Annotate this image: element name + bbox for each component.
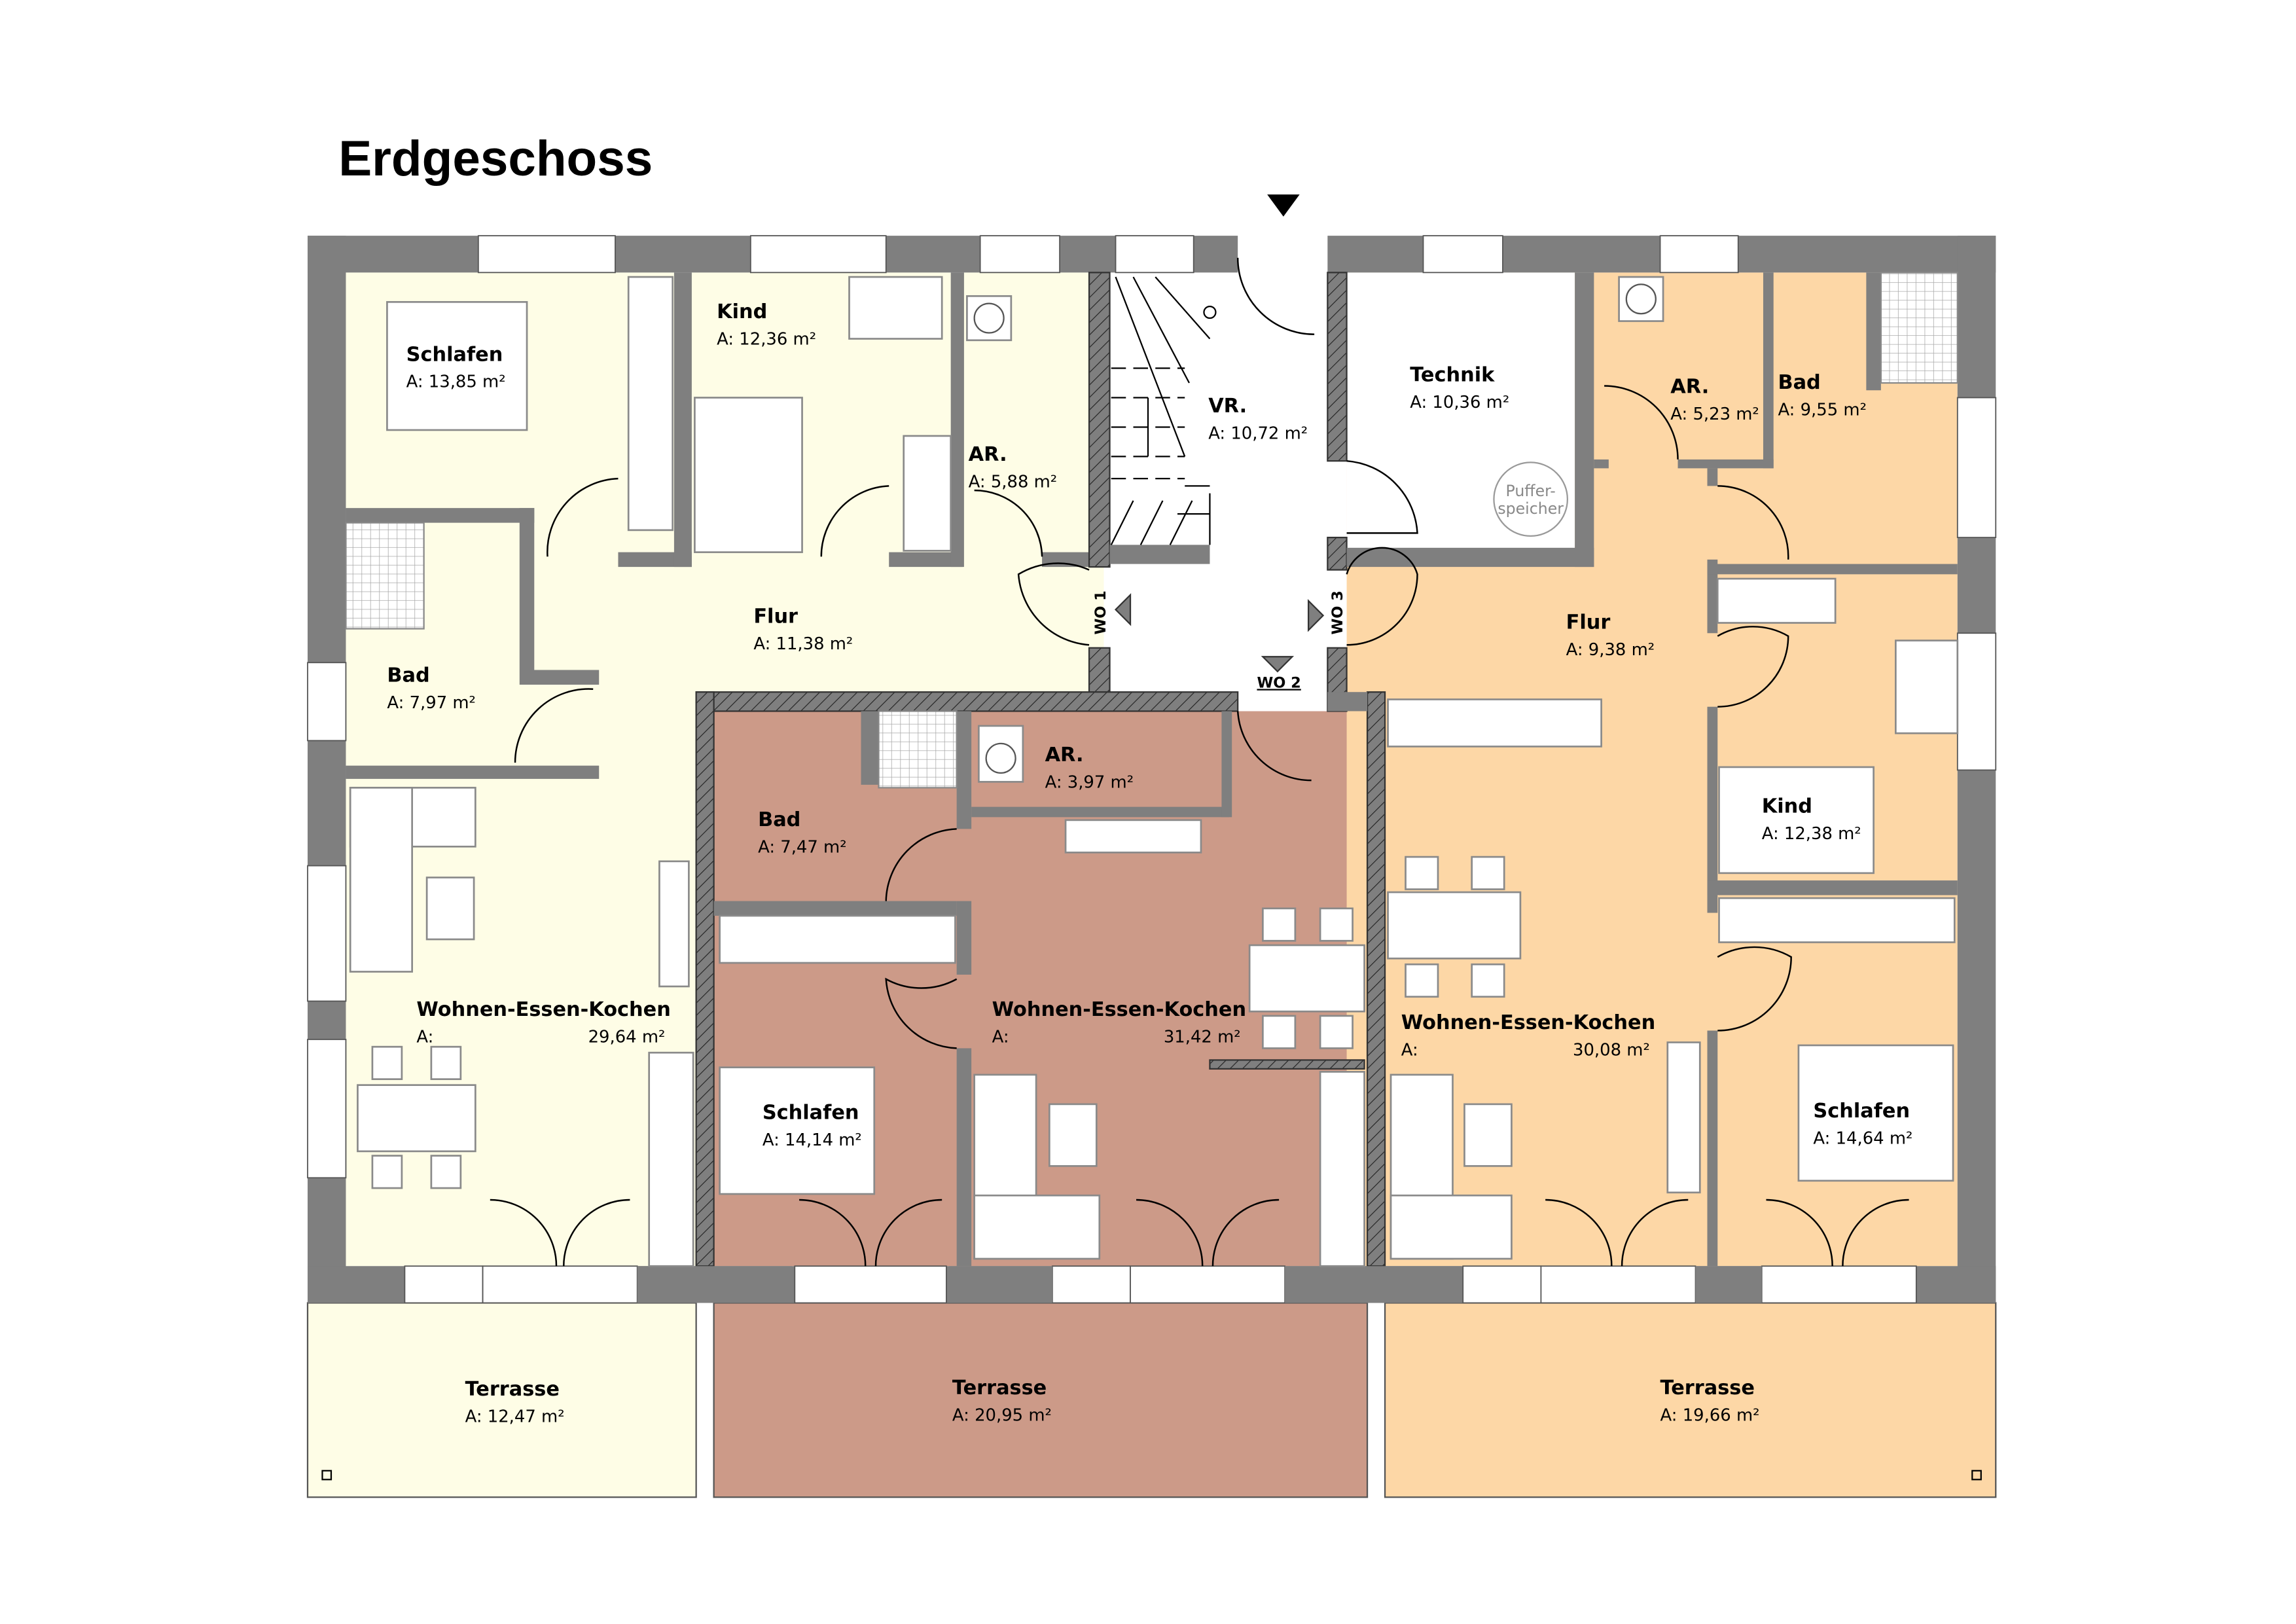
room-name: Flur bbox=[753, 605, 798, 628]
wo3-label: WO 3 bbox=[1329, 590, 1346, 634]
room-area: A: 20,95 m² bbox=[952, 1405, 1052, 1425]
room-area: A: 9,38 m² bbox=[1566, 640, 1655, 660]
room-area-prefix: A: bbox=[992, 1027, 1009, 1047]
room-area-prefix: A: bbox=[1401, 1041, 1418, 1060]
unit-3-arrow-icon bbox=[1307, 599, 1325, 632]
buffer-tank-label: Puffer- bbox=[1506, 482, 1556, 500]
wo1-label: WO 1 bbox=[1092, 590, 1109, 634]
drain-icon bbox=[1971, 1470, 1982, 1481]
room-name: Wohnen-Essen-Kochen bbox=[1401, 1011, 1655, 1034]
door-swings bbox=[490, 257, 1909, 1267]
room-area: A: 5,88 m² bbox=[969, 473, 1058, 492]
floor-title: Erdgeschoss bbox=[338, 131, 653, 187]
room-area: A: 9,55 m² bbox=[1778, 400, 1867, 420]
room-area: A: 5,23 m² bbox=[1670, 405, 1759, 424]
room-area: A: 10,36 m² bbox=[1410, 393, 1509, 412]
entrance-arrow-icon bbox=[1267, 194, 1300, 217]
windows bbox=[307, 235, 1997, 1304]
room-name: Bad bbox=[758, 808, 800, 831]
buffer-tank bbox=[1493, 461, 1569, 537]
room-area: 31,42 m² bbox=[1164, 1027, 1241, 1047]
shower bbox=[345, 522, 425, 630]
room-name: Flur bbox=[1566, 611, 1611, 634]
unit-1-arrow-icon bbox=[1114, 593, 1132, 626]
room-area: A: 13,85 m² bbox=[406, 372, 506, 392]
wo2-label: WO 2 bbox=[1257, 674, 1300, 691]
room-name: Kind bbox=[717, 300, 767, 323]
unit-2-arrow-icon bbox=[1261, 656, 1295, 673]
room-name: Schlafen bbox=[406, 343, 503, 366]
shower bbox=[1880, 272, 1958, 384]
room-area: A: 14,64 m² bbox=[1813, 1129, 1912, 1149]
room-name: Bad bbox=[1778, 371, 1820, 394]
room-name: AR. bbox=[1670, 376, 1709, 399]
room-area: A: 12,38 m² bbox=[1762, 824, 1861, 844]
room-name: Wohnen-Essen-Kochen bbox=[416, 998, 670, 1021]
shower bbox=[878, 710, 958, 789]
staircase bbox=[1110, 276, 1217, 545]
room-area: A: 12,36 m² bbox=[717, 330, 816, 350]
room-name: Schlafen bbox=[762, 1101, 859, 1124]
room-area: A: 11,38 m² bbox=[753, 634, 853, 654]
room-area: A: 14,14 m² bbox=[762, 1130, 862, 1150]
buffer-tank-label: speicher bbox=[1498, 499, 1564, 518]
room-name: Kind bbox=[1762, 795, 1812, 818]
room-area: A: 19,66 m² bbox=[1660, 1405, 1760, 1425]
interior-walls bbox=[346, 272, 1958, 1303]
room-name: AR. bbox=[1045, 744, 1084, 767]
room-area-prefix: A: bbox=[416, 1027, 433, 1047]
room-area: 29,64 m² bbox=[588, 1027, 666, 1047]
room-area: A: 3,97 m² bbox=[1045, 772, 1134, 792]
room-name: Terrasse bbox=[465, 1378, 560, 1401]
room-area: A: 7,97 m² bbox=[387, 693, 476, 713]
room-area: A: 10,72 m² bbox=[1208, 424, 1308, 443]
drain-icon bbox=[321, 1470, 332, 1481]
room-name: Schlafen bbox=[1813, 1100, 1910, 1123]
room-labels: Schlafen A: 13,85 m² Kind A: 12,36 m² AR… bbox=[387, 300, 1912, 1427]
room-area: 30,08 m² bbox=[1573, 1041, 1650, 1060]
room-area: A: 12,47 m² bbox=[465, 1407, 565, 1427]
room-name: Terrasse bbox=[952, 1377, 1047, 1399]
kitchen-counter-edge bbox=[1209, 1059, 1365, 1070]
room-name: Terrasse bbox=[1660, 1377, 1755, 1399]
room-name: VR. bbox=[1208, 395, 1247, 418]
room-name: AR. bbox=[969, 443, 1007, 466]
room-name: Technik bbox=[1410, 364, 1495, 387]
room-area: A: 7,47 m² bbox=[758, 837, 847, 857]
room-name: Wohnen-Essen-Kochen bbox=[992, 998, 1246, 1021]
furniture bbox=[349, 276, 1959, 1267]
room-name: Bad bbox=[387, 664, 429, 687]
stair-hall-floor bbox=[1109, 272, 1328, 712]
